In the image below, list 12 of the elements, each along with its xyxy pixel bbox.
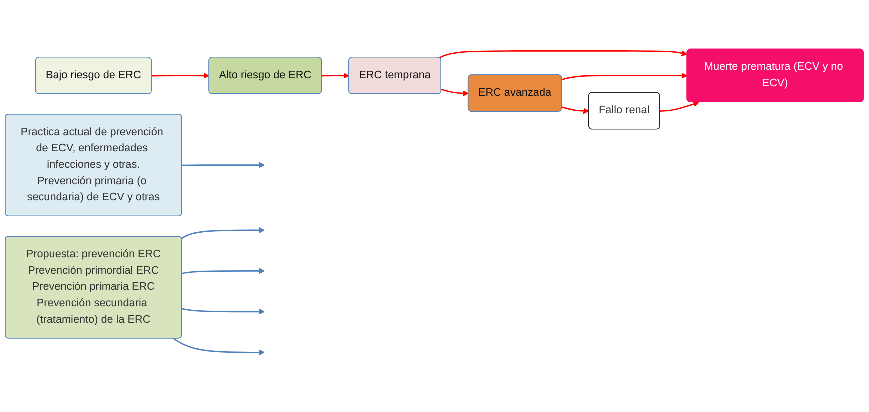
arrow [562,72,688,81]
arrow [562,106,590,114]
arrow [181,227,266,240]
arrow [182,268,266,274]
arrow [173,338,266,356]
arrow [441,88,469,97]
arrow [182,308,266,315]
arrow [152,72,210,79]
arrow [182,162,266,168]
arrow [660,101,700,112]
arrow [439,50,688,59]
arrow [322,72,350,79]
